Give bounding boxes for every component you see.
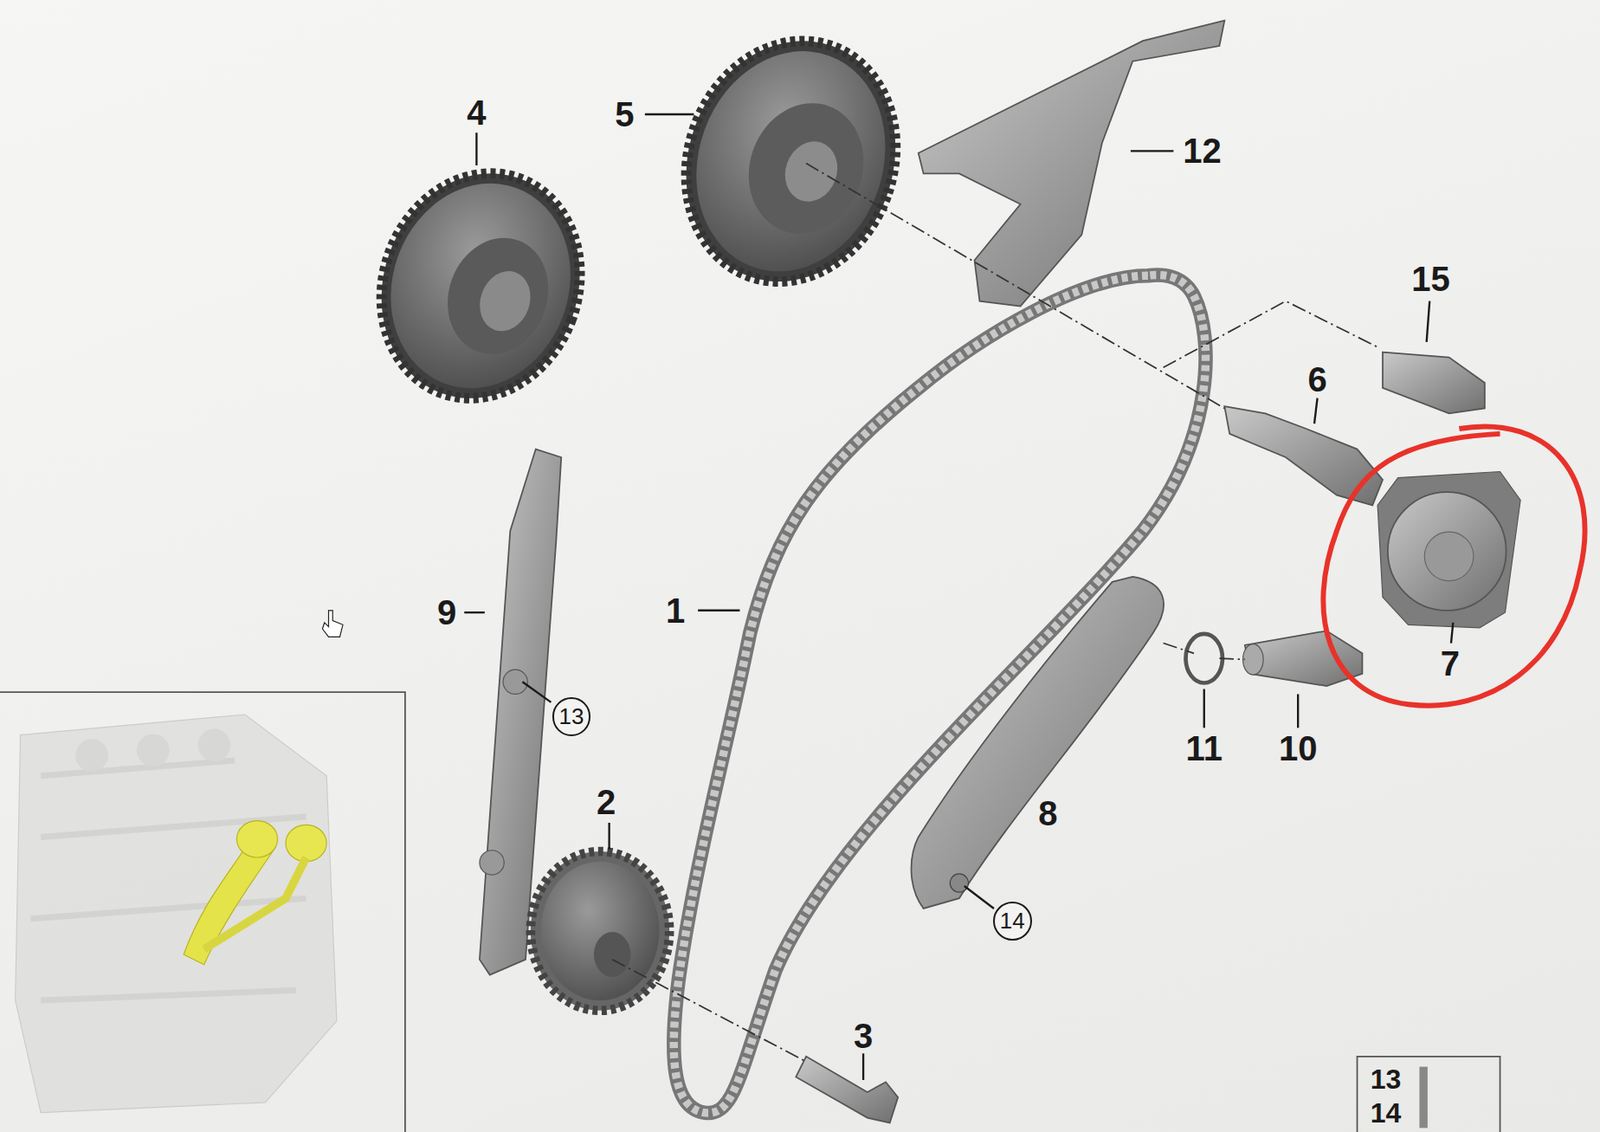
callout-number: 4 [466,95,486,130]
callout-number: 6 [1307,361,1327,397]
camshaft-adjuster [350,145,612,427]
tensioner-rail [911,576,1165,909]
central-bolt [795,1056,898,1123]
callout-number: 9 [437,594,457,630]
callout-number: 5 [614,96,634,132]
callout-number: 1 [665,593,685,628]
callout-number: 12 [1182,133,1222,168]
callout-number: 14 [1000,909,1026,932]
circled-callout: 13 [552,696,592,736]
callout-number: 3 [853,1018,873,1053]
camshaft-adjuster [652,11,929,311]
leader-line [464,114,1453,1080]
engine-thumbnail [15,714,337,1113]
red-marker-circle [1322,425,1585,705]
sealing-ring [1186,633,1223,684]
callout-number: 11 [1186,730,1223,766]
bolt-thumbnail [1419,1066,1427,1129]
timing-chain [673,275,1206,1114]
callout-number: 13 [1370,1064,1402,1093]
callout-number: 13 [559,704,585,728]
guide-bracket [918,20,1226,307]
inset-frame [0,691,406,1132]
valve-cap [1377,471,1521,628]
callout-number: 14 [1370,1098,1402,1127]
callout-number: 7 [1440,645,1460,681]
central-valve [1382,352,1485,414]
callout-number: 10 [1278,730,1318,766]
callout-number: 2 [596,784,616,820]
mouse-cursor [322,610,343,638]
callout-number: 8 [1038,795,1058,831]
callout-number: 15 [1411,261,1451,297]
axis-line [612,163,1378,1062]
table-frame [1357,1056,1501,1132]
highlighted-chain-drive [183,820,327,965]
chain-links [673,275,1206,1114]
crankshaft-sprocket [530,851,670,1011]
circled-callout: 14 [993,901,1033,941]
